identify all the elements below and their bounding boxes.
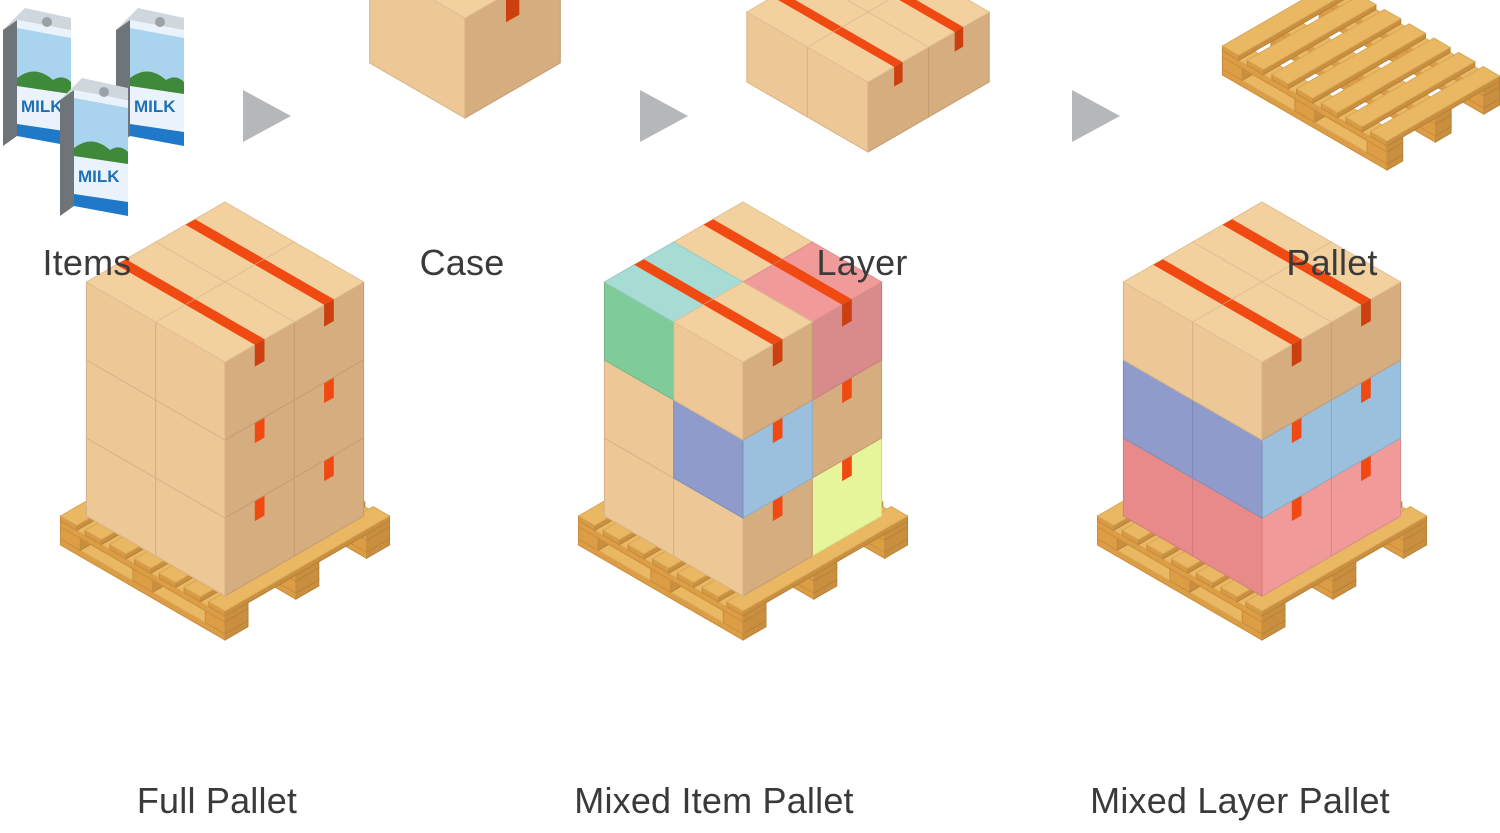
pallet-slat — [1344, 51, 1476, 133]
arrow-right-icon — [243, 90, 291, 142]
pallet-slat — [1221, 0, 1345, 62]
pallet — [1221, 0, 1500, 171]
mixed-item-pallet-label: Mixed Item Pallet — [574, 780, 854, 821]
mixed-item-pallet-illustration — [577, 201, 909, 641]
case-illustration — [369, 0, 561, 119]
pallet-slat — [1320, 37, 1452, 119]
pallet-illustration — [1221, 0, 1500, 171]
items-label: Items — [42, 242, 132, 283]
pallet-slat — [1246, 0, 1377, 76]
pallet-slat — [207, 506, 391, 617]
case-label: Case — [419, 242, 505, 283]
pallet-label: Pallet — [1286, 242, 1378, 283]
layer-illustration — [745, 0, 991, 153]
layer-label: Layer — [816, 242, 908, 283]
pallet-slat — [1295, 23, 1427, 105]
carton-brand-text: MILK — [78, 167, 120, 186]
case-box — [369, 0, 561, 119]
full-pallet-label: Full Pallet — [136, 780, 298, 821]
pallet-box — [672, 281, 814, 441]
pallet-box — [1191, 281, 1333, 441]
arrow-right-icon — [640, 90, 688, 142]
layer-box — [806, 11, 930, 153]
milk-carton-icon: MILK — [3, 8, 71, 146]
mixed-layer-pallet-label: Mixed Layer Pallet — [1090, 780, 1390, 821]
carton-brand-text: MILK — [21, 97, 63, 116]
pallet-box — [154, 281, 296, 441]
milk-carton-icon: MILK — [60, 78, 128, 216]
pallet-slat — [1270, 8, 1402, 90]
mixed-layer-pallet-illustration — [1096, 201, 1428, 641]
items-illustration: MILK MILK MILK — [3, 8, 184, 216]
full-pallet-illustration — [59, 201, 391, 641]
arrow-right-icon — [1072, 90, 1120, 142]
flow-arrows — [243, 90, 1120, 142]
carton-brand-text: MILK — [134, 97, 176, 116]
